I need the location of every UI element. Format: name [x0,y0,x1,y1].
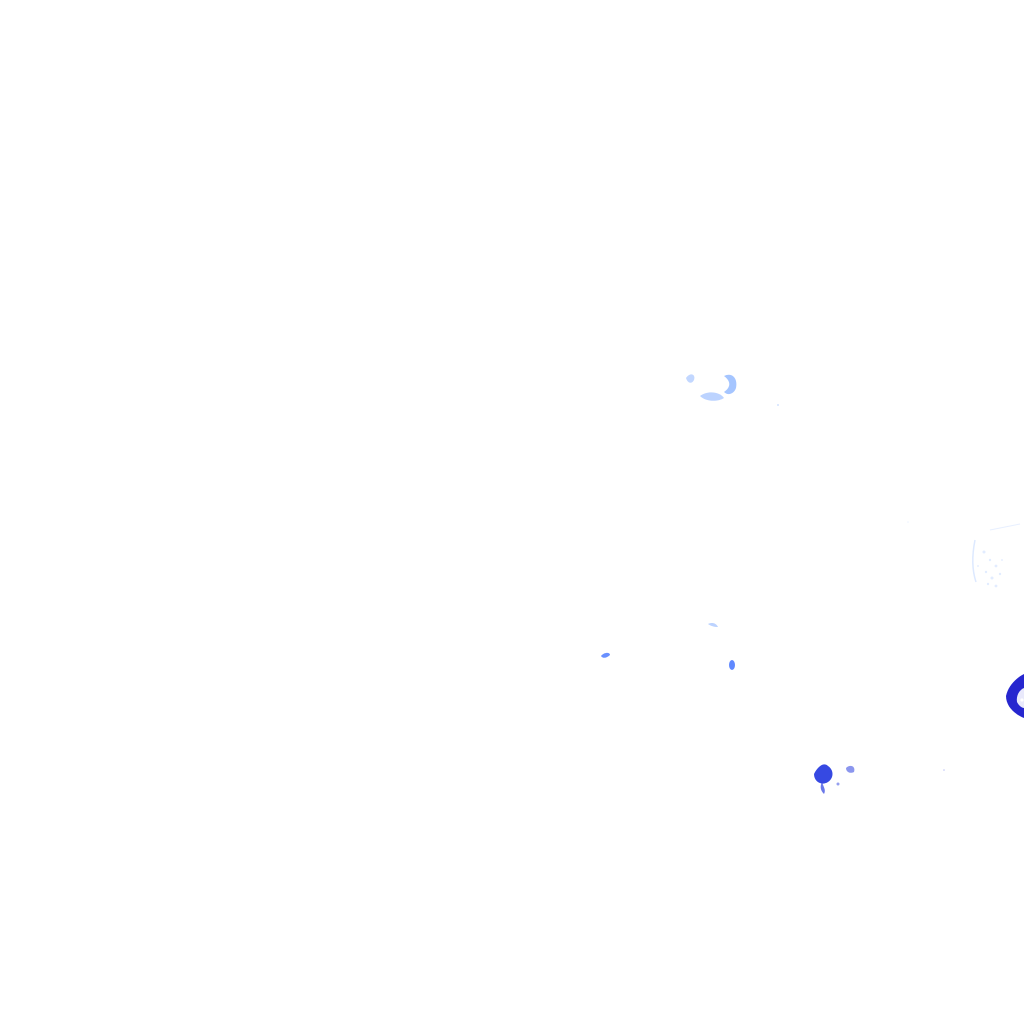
echo-right-edge [1006,674,1024,718]
echo-right-ring [907,521,1021,588]
echo-small-center [729,660,735,670]
echo-small-left [601,652,610,658]
echo-upper-center [686,374,779,406]
echo-lower-cluster [814,764,945,794]
echo-tiny-wisp [708,623,718,627]
